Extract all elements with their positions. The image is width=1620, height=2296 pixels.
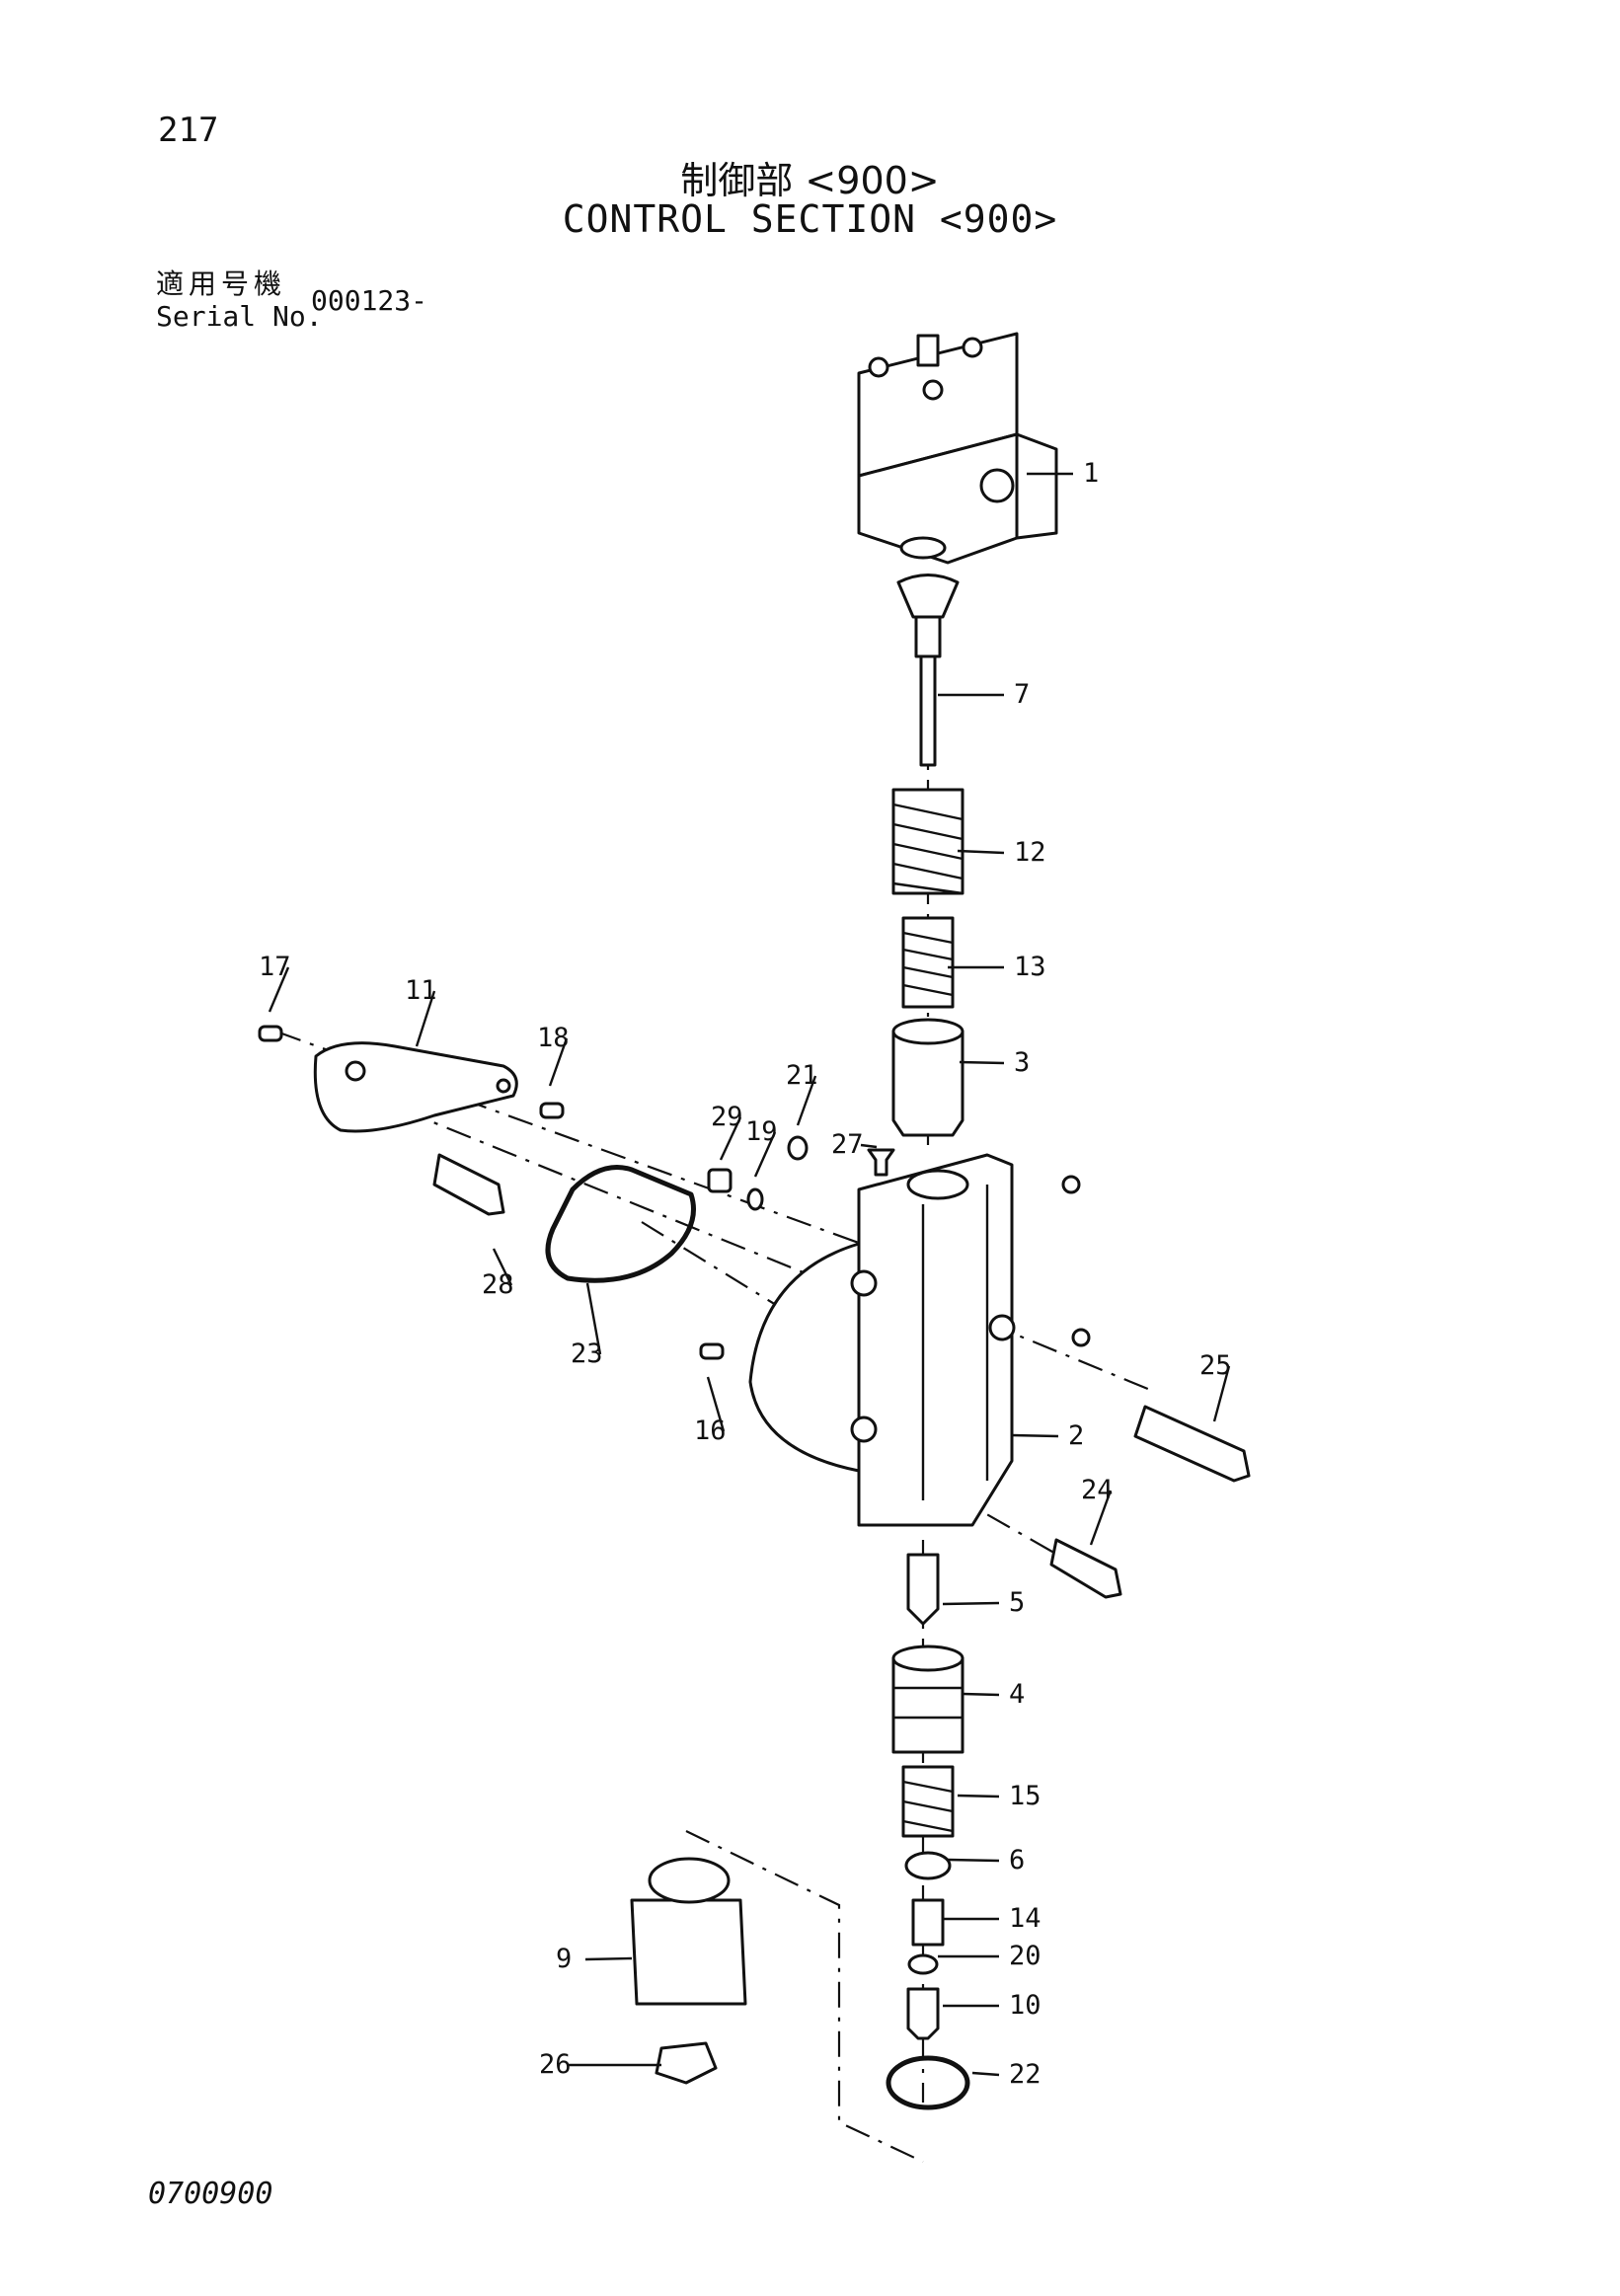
part-17-pin xyxy=(258,1025,283,1042)
part-16-pin xyxy=(699,1342,725,1360)
document-code: 0700900 xyxy=(148,2177,273,2211)
callout-label-2: 2 xyxy=(1068,1420,1084,1451)
part-13-inner-spring xyxy=(901,916,955,1009)
part-9-plug xyxy=(630,1898,747,2006)
callout-leader-3 xyxy=(959,1060,1005,1065)
callout-label-26: 26 xyxy=(539,2049,572,2080)
part-24-bolt xyxy=(1049,1538,1122,1599)
callout-label-15: 15 xyxy=(1009,1781,1041,1811)
part-19-oring xyxy=(746,1187,764,1211)
page-number: 217 xyxy=(158,111,219,150)
part-27-screw xyxy=(867,1148,895,1177)
callout-leader-29 xyxy=(719,1116,742,1161)
part-23-oring xyxy=(545,1165,696,1283)
part-21-oring xyxy=(787,1135,809,1161)
callout-leader-19 xyxy=(753,1131,777,1178)
part-12-outer-spring xyxy=(891,788,964,895)
callout-label-20: 20 xyxy=(1009,1941,1041,1971)
callout-label-4: 4 xyxy=(1009,1679,1025,1710)
serial-label-english: Serial No. xyxy=(156,300,323,333)
callout-leader-22 xyxy=(971,2071,1000,2077)
callout-label-12: 12 xyxy=(1014,837,1046,868)
part-7-pin xyxy=(896,574,960,767)
part-11-bracket xyxy=(313,1041,518,1133)
callout-leader-18 xyxy=(548,1037,569,1087)
callout-leader-2 xyxy=(1011,1433,1059,1438)
callout-label-18: 18 xyxy=(537,1023,570,1053)
callout-leader-25 xyxy=(1212,1365,1231,1422)
serial-number-value: 000123- xyxy=(311,284,428,317)
callout-label-9: 9 xyxy=(556,1944,572,1974)
part-18-pin xyxy=(539,1102,565,1119)
callout-leader-16 xyxy=(706,1376,726,1432)
callout-label-7: 7 xyxy=(1014,679,1030,710)
callout-label-29: 29 xyxy=(711,1102,743,1132)
part-20-oring xyxy=(907,1953,939,1975)
callout-label-19: 19 xyxy=(745,1116,778,1147)
title-japanese: 制御部 <900> xyxy=(680,159,940,202)
lower-parts xyxy=(630,1553,970,2110)
callout-label-14: 14 xyxy=(1009,1903,1041,1934)
part-1-valve-block xyxy=(857,332,1058,565)
part-3-sleeve xyxy=(891,1018,964,1137)
part-4-piston xyxy=(891,1656,964,1754)
callout-label-16: 16 xyxy=(694,1416,727,1446)
part-29-plug xyxy=(707,1168,733,1193)
callout-label-28: 28 xyxy=(482,1269,514,1300)
callout-leader-27 xyxy=(860,1143,878,1149)
callout-label-27: 27 xyxy=(831,1129,864,1160)
serial-label-japanese: 適用号機 xyxy=(156,268,287,300)
callout-leader-28 xyxy=(492,1248,513,1286)
part-6-seat xyxy=(904,1851,952,1880)
callout-label-1: 1 xyxy=(1083,458,1099,489)
part-10-screw xyxy=(906,1987,940,2040)
callout-leader-5 xyxy=(942,1601,1000,1606)
callout-leader-21 xyxy=(796,1075,817,1126)
callout-leader-17 xyxy=(268,966,290,1013)
callout-label-23: 23 xyxy=(571,1339,603,1369)
callout-label-21: 21 xyxy=(786,1060,818,1091)
callout-leader-15 xyxy=(957,1794,1000,1799)
title-english: CONTROL SECTION <900> xyxy=(562,197,1058,241)
callout-leader-11 xyxy=(415,990,436,1047)
callout-leader-6 xyxy=(947,1858,1000,1863)
callout-label-11: 11 xyxy=(405,975,437,1006)
part-22-oring xyxy=(886,2055,970,2110)
callout-label-22: 22 xyxy=(1009,2059,1041,2090)
callout-label-24: 24 xyxy=(1081,1475,1114,1505)
part-25-bolt xyxy=(1133,1405,1251,1483)
callout-leader-4 xyxy=(962,1692,1000,1697)
part-26-nut xyxy=(655,2041,718,2085)
callout-label-13: 13 xyxy=(1014,952,1046,982)
callout-label-6: 6 xyxy=(1009,1845,1025,1875)
callout-label-17: 17 xyxy=(259,952,291,982)
part-2-main-body xyxy=(748,1153,1016,1527)
callout-leader-9 xyxy=(584,1956,633,1961)
part-5-plunger xyxy=(906,1553,940,1626)
callout-label-5: 5 xyxy=(1009,1587,1025,1618)
callout-leader-23 xyxy=(585,1282,602,1355)
callout-leader-12 xyxy=(957,849,1005,855)
callout-label-25: 25 xyxy=(1199,1350,1232,1381)
callout-leader-24 xyxy=(1089,1490,1113,1546)
callout-label-10: 10 xyxy=(1009,1990,1041,2021)
part-14-spring xyxy=(911,1898,945,1947)
callout-label-3: 3 xyxy=(1014,1047,1030,1078)
part-28-bolt xyxy=(432,1153,505,1216)
small-parts xyxy=(258,1025,1251,1599)
